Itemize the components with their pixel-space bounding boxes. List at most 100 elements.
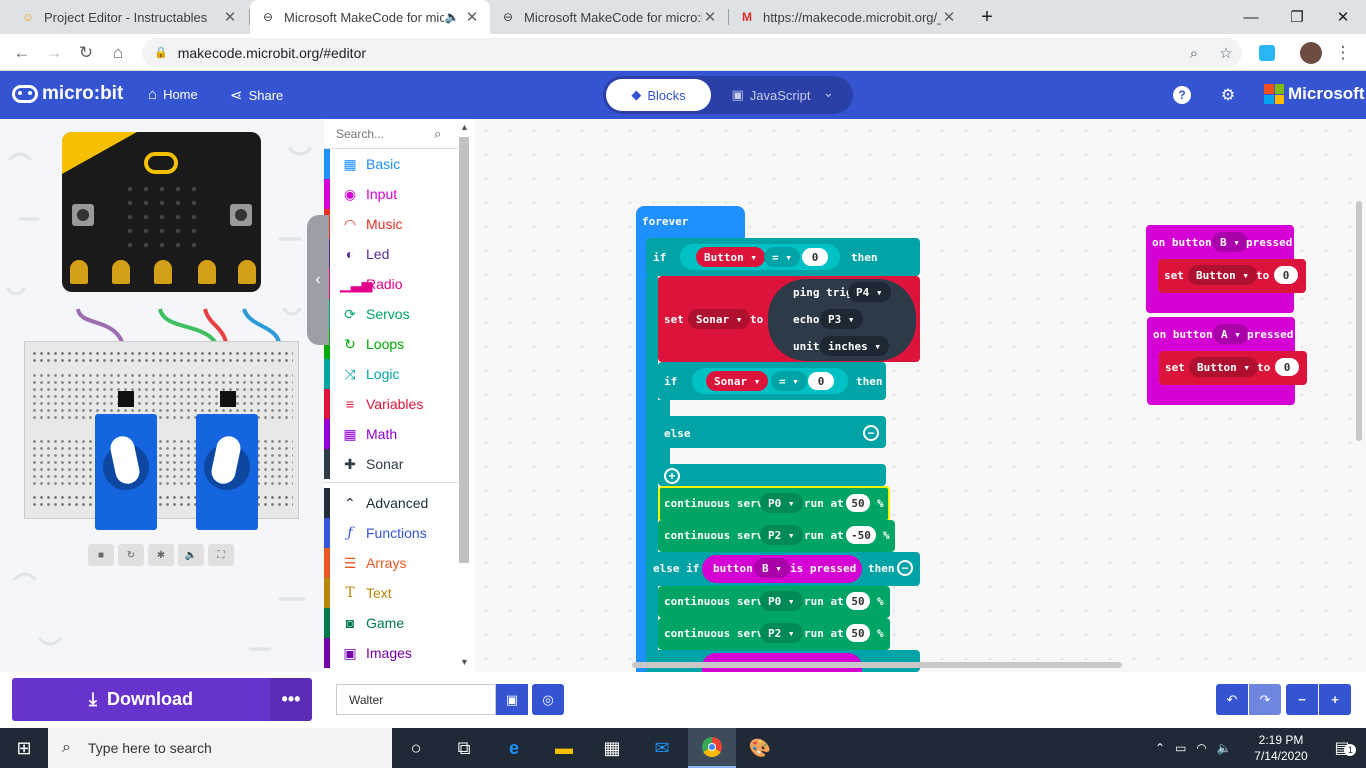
wifi-icon[interactable]: ◠ (1196, 741, 1207, 755)
help-icon[interactable]: ? (1171, 84, 1193, 106)
forward-icon[interactable]: → (45, 43, 63, 62)
blocks-workspace[interactable]: forever if Button ▾ = ▾ 0 then set Sonar… (474, 119, 1366, 672)
remove-else-if-icon[interactable]: − (897, 560, 913, 576)
taskbar-search-input[interactable]: ⌕ Type here to search (48, 728, 392, 768)
category-game[interactable]: ◙Game (324, 608, 458, 638)
pin-0[interactable] (70, 260, 88, 284)
pin-3v[interactable] (198, 260, 216, 284)
mute-icon[interactable]: 🔈 (178, 544, 204, 566)
button-dropdown[interactable]: B ▾ (754, 558, 790, 578)
close-tab-icon[interactable]: ✕ (465, 9, 479, 26)
number-input[interactable]: 0 (808, 372, 834, 390)
blocks-button[interactable]: ◆ Blocks (606, 79, 711, 111)
share-button[interactable]: ⋖ Share (230, 87, 284, 104)
category-servos[interactable]: ⟳Servos (324, 299, 458, 329)
button-b[interactable] (230, 204, 252, 226)
close-tab-icon[interactable]: ✕ (942, 9, 956, 26)
category-sonar[interactable]: ✚Sonar (324, 449, 458, 479)
extension-icon[interactable] (1254, 40, 1280, 66)
pin-dropdown[interactable]: P2 ▾ (760, 623, 803, 643)
pin-dropdown[interactable]: P2 ▾ (760, 525, 803, 545)
minimize-icon[interactable]: — (1243, 8, 1259, 26)
fullscreen-icon[interactable]: ⛶ (208, 544, 234, 566)
forever-block[interactable] (636, 206, 745, 238)
speaker-icon[interactable]: 🔈 (444, 10, 460, 24)
servo-left[interactable] (95, 414, 157, 530)
add-else-icon[interactable]: + (664, 468, 680, 484)
scroll-down-icon[interactable]: ▼ (460, 657, 469, 667)
stop-icon[interactable]: ■ (88, 544, 114, 566)
number-input[interactable]: 50 (846, 624, 870, 642)
more-download-options-button[interactable]: ••• (270, 678, 312, 721)
variable-dropdown[interactable]: Button ▾ (696, 247, 765, 267)
category-input[interactable]: ◉Input (324, 179, 458, 209)
battery-icon[interactable]: ▭ (1175, 741, 1187, 755)
browser-tab-makecode[interactable]: ⊖ Microsoft MakeCode for micro:bi ✕ (490, 0, 728, 34)
pin-dropdown[interactable]: P0 ▾ (760, 591, 803, 611)
collapse-simulator-button[interactable]: ‹ (307, 215, 329, 345)
category-music[interactable]: ◠Music (324, 209, 458, 239)
reload-icon[interactable]: ↻ (78, 43, 94, 62)
operator-dropdown[interactable]: = ▾ (771, 371, 807, 391)
number-input[interactable]: 50 (846, 592, 870, 610)
number-input[interactable]: 0 (1274, 266, 1298, 284)
github-button[interactable]: ◎ (532, 684, 564, 715)
store-icon[interactable]: ▦ (603, 737, 621, 758)
variable-dropdown[interactable]: Button ▾ (1188, 265, 1257, 285)
gear-icon[interactable]: ⚙ (1220, 87, 1236, 104)
undo-button[interactable]: ↶ (1216, 684, 1248, 715)
pin-dropdown[interactable]: P4 ▾ (848, 282, 891, 302)
browser-tab-instructables[interactable]: ☺ Project Editor - Instructables ✕ (10, 0, 248, 34)
category-basic[interactable]: ▦Basic (324, 149, 458, 179)
pin-dropdown[interactable]: P0 ▾ (760, 493, 803, 513)
unit-dropdown[interactable]: inches ▾ (820, 336, 889, 356)
home-button[interactable]: ⌂ Home (148, 86, 198, 103)
variable-dropdown[interactable]: Sonar ▾ (688, 309, 751, 329)
paint-icon[interactable]: 🎨 (748, 737, 772, 758)
microbit-board[interactable] (62, 132, 261, 292)
bookmark-star-icon[interactable]: ☆ (1219, 45, 1233, 62)
browser-tab-makecode-active[interactable]: ⊖ Microsoft MakeCode for mic 🔈 ✕ (250, 0, 490, 34)
volume-icon[interactable]: 🔈 (1216, 741, 1232, 755)
close-tab-icon[interactable]: ✕ (703, 9, 717, 26)
address-bar[interactable]: 🔒 makecode.microbit.org/#editor (142, 38, 1242, 67)
back-icon[interactable]: ← (13, 43, 31, 62)
windows-start-icon[interactable]: ⊞ (16, 737, 32, 758)
category-math[interactable]: ▦Math (324, 419, 458, 449)
operator-dropdown[interactable]: = ▾ (764, 247, 800, 267)
close-tab-icon[interactable]: ✕ (223, 9, 237, 26)
restart-icon[interactable]: ↻ (118, 544, 144, 566)
zoom-out-button[interactable]: − (1286, 684, 1318, 715)
else-row[interactable] (658, 416, 886, 448)
scroll-up-icon[interactable]: ▲ (460, 122, 469, 132)
toolbox-search-input[interactable]: Search... (324, 119, 458, 149)
number-input[interactable]: 50 (846, 494, 870, 512)
notifications-icon[interactable]: ▤1 (1318, 728, 1366, 768)
zoom-icon[interactable]: ⌕ (1189, 44, 1199, 62)
chrome-icon[interactable] (688, 728, 736, 768)
chevron-up-icon[interactable]: ⌃ (1155, 741, 1166, 755)
new-tab-icon[interactable]: + (981, 5, 993, 28)
workspace-vertical-scrollbar[interactable] (1356, 201, 1362, 441)
category-radio[interactable]: ▁▃▅Radio (324, 269, 458, 299)
file-explorer-icon[interactable]: ▬ (555, 737, 573, 758)
variable-dropdown[interactable]: Sonar ▾ (706, 371, 769, 391)
category-logic[interactable]: ⤨Logic (324, 359, 458, 389)
javascript-button[interactable]: ▣ JavaScript (731, 87, 811, 103)
button-dropdown[interactable]: A ▾ (1213, 324, 1249, 344)
microsoft-logo[interactable]: Microsoft (1264, 84, 1365, 104)
taskbar-clock[interactable]: 2:19 PM 7/14/2020 (1252, 732, 1310, 764)
mail-icon[interactable]: ✉ (654, 737, 670, 758)
workspace-horizontal-scrollbar[interactable] (632, 662, 1122, 668)
toolbox-scrollbar[interactable] (459, 137, 469, 563)
category-loops[interactable]: ↻Loops (324, 329, 458, 359)
microbit-logo[interactable]: micro:bit (12, 83, 123, 105)
home-icon[interactable]: ⌂ (112, 43, 124, 62)
number-input[interactable]: 0 (802, 248, 828, 266)
button-a[interactable] (72, 204, 94, 226)
debug-icon[interactable]: ✱ (148, 544, 174, 566)
category-images[interactable]: ▣Images (324, 638, 458, 668)
category-led[interactable]: ◐Led (324, 239, 458, 269)
restore-icon[interactable]: ❐ (1290, 9, 1304, 26)
